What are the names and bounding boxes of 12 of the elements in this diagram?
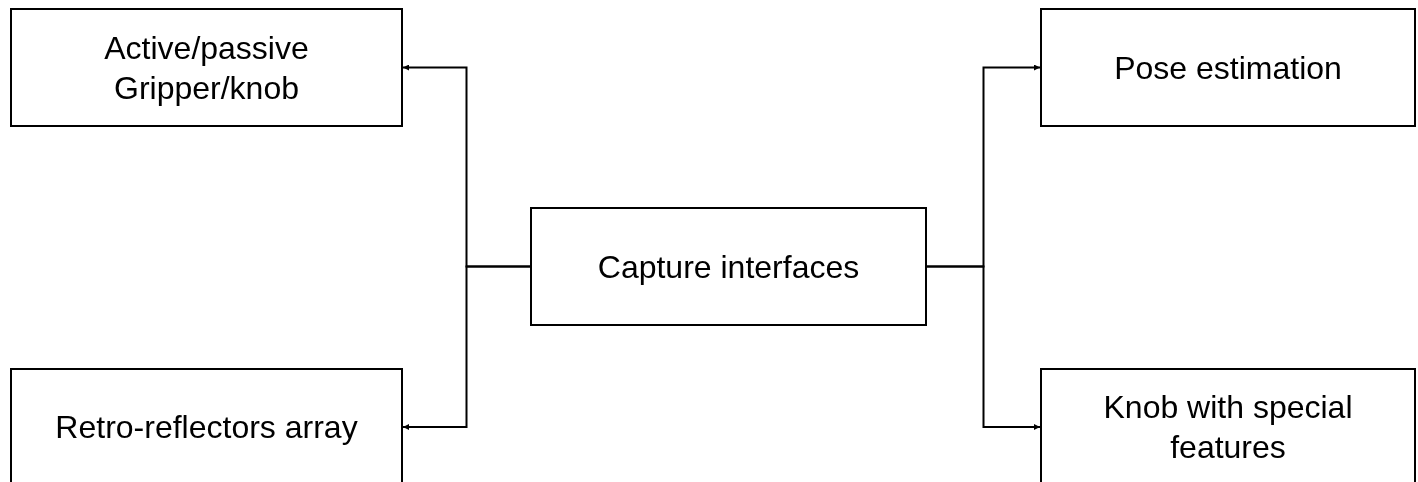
box-label: Active/passive Gripper/knob — [103, 28, 310, 108]
arrow — [926, 265, 1041, 430]
box-label: Retro-reflectors array — [55, 408, 358, 447]
process-box — [10, 8, 403, 127]
box-label: Knob with special features — [1102, 388, 1354, 467]
process-box — [1040, 368, 1416, 482]
process-box — [530, 207, 927, 326]
box-label: Pose estimation — [1114, 48, 1342, 88]
box-label: Capture interfaces — [597, 247, 860, 287]
arrow — [402, 265, 531, 430]
process-box — [10, 368, 403, 482]
process-box — [1040, 8, 1416, 127]
